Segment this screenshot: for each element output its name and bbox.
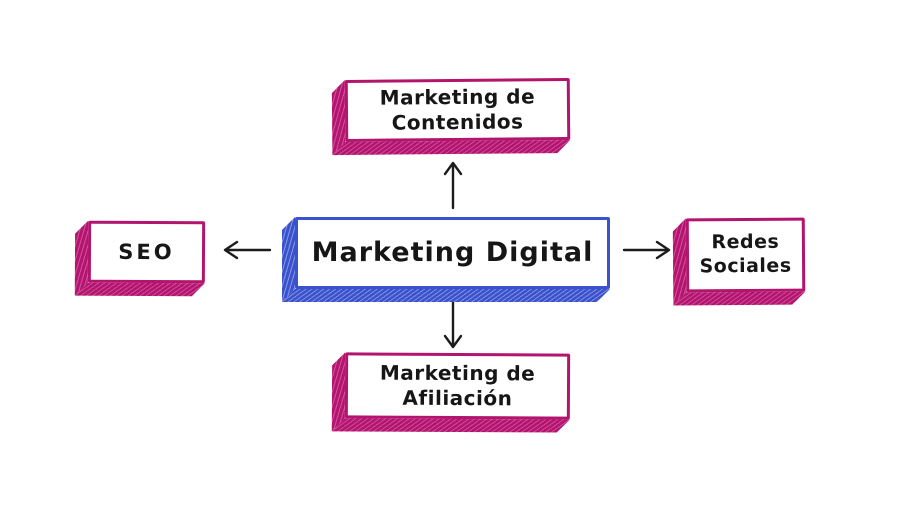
node-label: Marketing Digital <box>311 237 594 269</box>
node-marketing-digital: Marketing Digital <box>295 217 610 289</box>
node-label: Marketing de Contenidos <box>379 84 536 135</box>
arrow-left-icon <box>220 237 272 263</box>
node-label: Redes Sociales <box>699 231 792 278</box>
arrow-down-icon <box>440 300 466 352</box>
node-label: SEO <box>118 239 175 265</box>
arrow-up-icon <box>440 158 466 210</box>
node-redes-sociales: Redes Sociales <box>685 217 806 293</box>
node-seo: SEO <box>87 220 206 284</box>
node-marketing-de-afiliacion: Marketing de Afiliación <box>344 352 571 420</box>
node-marketing-de-contenidos: Marketing de Contenidos <box>344 78 571 142</box>
arrow-right-icon <box>622 237 674 263</box>
node-label: Marketing de Afiliación <box>379 360 536 411</box>
